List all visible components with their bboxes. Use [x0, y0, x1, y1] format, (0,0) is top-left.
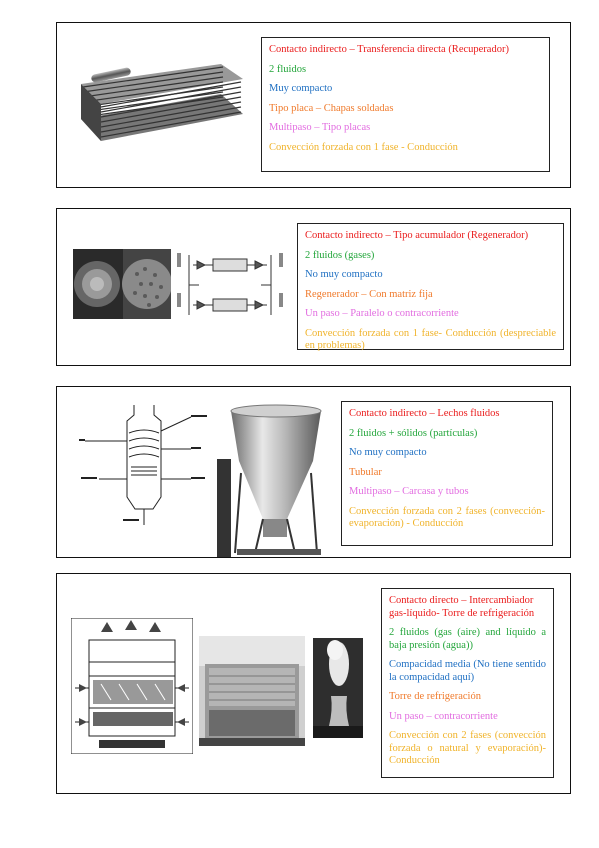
description-box: Contacto directo – Intercambiador gas-lí…	[381, 588, 554, 778]
cooling-tower-plume-photo	[313, 638, 363, 738]
description-box: Contacto indirecto – Lechos fluidos 2 fl…	[341, 401, 553, 546]
passes-line: Un paso – contracorriente	[389, 710, 498, 722]
compactness-line: No muy compacto	[305, 269, 383, 280]
transfer-mechanism-line: Convección con 2 fases (convección forza…	[389, 730, 546, 766]
fluidized-bed-photo	[217, 399, 329, 557]
cooling-tower-photo	[199, 636, 305, 746]
passes-line: Un paso – Paralelo o contracorriente	[305, 308, 459, 319]
transfer-mechanism-line: Convección forzada con 2 fases (convecci…	[349, 505, 545, 530]
plate-heat-exchanger-image	[81, 64, 243, 141]
contact-type-line: Contacto indirecto – Transferencia direc…	[269, 44, 509, 55]
panel-lechos-fluidos: Contacto indirecto – Lechos fluidos 2 fl…	[56, 386, 571, 558]
description-box: Contacto indirecto – Transferencia direc…	[261, 37, 550, 172]
transfer-mechanism-line: Convección forzada con 1 fase- Conducció…	[305, 327, 556, 352]
fluidized-bed-diagram	[79, 405, 207, 525]
panel-regenerador: Contacto indirecto – Tipo acumulador (Re…	[56, 208, 571, 366]
compactness-line: No muy compacto	[349, 447, 427, 458]
transfer-mechanism-line: Convección forzada con 1 fase - Conducci…	[269, 141, 458, 153]
contact-type-line: Contacto indirecto – Lechos fluidos	[349, 408, 500, 419]
regenerator-diagram	[177, 253, 283, 315]
cooling-tower-diagram	[71, 618, 193, 754]
fluids-line: 2 fluidos	[269, 63, 307, 75]
panel-torre-refrigeracion: Contacto directo – Intercambiador gas-lí…	[56, 573, 571, 794]
compactness-line: Muy compacto	[269, 83, 333, 94]
passes-line: Multipaso – Carcasa y tubos	[349, 486, 469, 497]
compactness-line: Compacidad media (No tiene sentido la co…	[389, 659, 546, 683]
construction-line: Tipo placa – Chapas soldadas	[269, 102, 394, 114]
construction-line: Tubular	[349, 466, 382, 478]
passes-line: Multipaso – Tipo placas	[269, 122, 371, 133]
contact-type-line: Contacto directo – Intercambiador gas-lí…	[389, 595, 535, 619]
regenerator-photo	[73, 249, 171, 319]
construction-line: Torre de refrigeración	[389, 691, 481, 702]
fluids-line: 2 fluidos (gases)	[305, 249, 375, 261]
fluids-line: 2 fluidos + sólidos (partículas)	[349, 427, 478, 439]
construction-line: Regenerador – Con matriz fija	[305, 288, 433, 300]
fluids-line: 2 fluidos (gas (aire) and líquido a baja…	[389, 627, 546, 651]
description-box: Contacto indirecto – Tipo acumulador (Re…	[297, 223, 564, 352]
contact-type-line: Contacto indirecto – Tipo acumulador (Re…	[305, 230, 529, 241]
panel-recuperador: Contacto indirecto – Transferencia direc…	[56, 22, 571, 188]
